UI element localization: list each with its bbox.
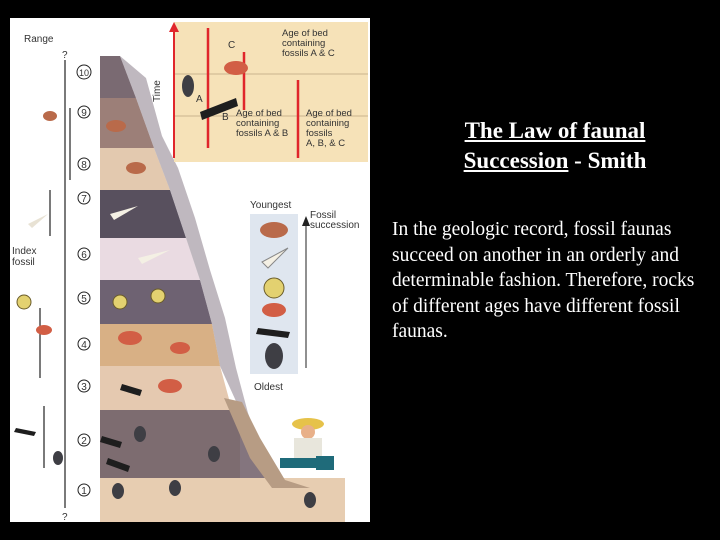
trilobite-fossil xyxy=(304,492,316,508)
bed-number-4: 4 xyxy=(77,337,91,351)
crinoid-fossil-b-icon xyxy=(200,98,238,120)
range-bars xyxy=(39,60,71,508)
trilobite-fossil-a-icon xyxy=(182,75,194,97)
ammonite-fossil xyxy=(150,288,166,304)
svg-text:9: 9 xyxy=(81,108,87,119)
bed-number-3: 3 xyxy=(77,379,91,393)
range-crinoid-icon xyxy=(14,428,36,436)
clam-fossil xyxy=(126,162,146,174)
bed-number-10: 10 xyxy=(76,64,92,80)
trilobite-fossil xyxy=(208,446,220,462)
svg-text:3: 3 xyxy=(81,382,87,393)
title-line-2-main: Succession xyxy=(463,148,569,173)
succession-clam-icon xyxy=(260,222,288,238)
clam-fossil xyxy=(106,120,126,132)
trilobite-fossil xyxy=(169,480,181,496)
crinoid-fossil xyxy=(120,384,142,396)
time-axis-label: Time xyxy=(152,80,163,102)
brachiopod-fossil xyxy=(158,379,182,393)
svg-text:4: 4 xyxy=(81,340,87,351)
inset-label-b: B xyxy=(222,112,229,123)
cliff-face xyxy=(120,56,272,478)
bed-number-7: 7 xyxy=(77,191,91,205)
bed-number-2: 2 xyxy=(77,433,91,447)
succession-gastropod-icon xyxy=(261,247,289,269)
bed-10 xyxy=(100,56,136,98)
range-label: Range xyxy=(24,34,54,45)
svg-text:8: 8 xyxy=(81,160,87,171)
svg-text:7: 7 xyxy=(81,194,87,205)
crinoid-fossil xyxy=(100,436,122,448)
bed-number-8: 8 xyxy=(77,157,91,171)
brachiopod-fossil xyxy=(118,331,142,345)
brachiopod-fossil xyxy=(170,342,190,354)
question-mark-bottom: ? xyxy=(62,512,68,522)
talus-slope xyxy=(224,398,310,488)
gastropod-fossil xyxy=(110,206,138,220)
succession-brachiopod-icon xyxy=(262,303,286,317)
bed-4 xyxy=(100,324,220,366)
bed-number-5: 5 xyxy=(77,291,91,305)
trilobite-fossil xyxy=(112,483,124,499)
title-line-2-rest: - Smith xyxy=(568,148,647,173)
bed-number-9: 9 xyxy=(77,105,91,119)
question-mark-top: ? xyxy=(62,50,68,61)
svg-text:6: 6 xyxy=(81,250,87,261)
youngest-label: Youngest xyxy=(250,200,292,211)
index-fossil-icon xyxy=(16,294,32,310)
succession-ammonite-icon xyxy=(263,277,285,299)
bed-1 xyxy=(100,478,345,522)
bed-number-1: 1 xyxy=(77,483,91,497)
ammonite-fossil xyxy=(112,294,128,310)
brachiopod-fossil-c-icon xyxy=(224,61,248,75)
svg-text:1: 1 xyxy=(81,486,87,497)
bed-number-markers: 1 2 3 4 5 6 7 8 9 10 xyxy=(76,64,92,497)
bed-fossils xyxy=(100,120,316,508)
bed-number-6: 6 xyxy=(77,247,91,261)
svg-text:10: 10 xyxy=(79,68,89,78)
svg-text:2: 2 xyxy=(81,436,87,447)
range-brachiopod-icon xyxy=(36,325,52,335)
slide-body-text: In the geologic record, fossil faunas su… xyxy=(392,219,695,342)
title-line-1: The Law of faunal xyxy=(464,118,646,143)
svg-text:5: 5 xyxy=(81,294,87,305)
slide-title: The Law of faunal Succession - Smith xyxy=(430,116,680,176)
geologist-figure xyxy=(280,418,334,470)
oldest-label: Oldest xyxy=(254,382,283,393)
crinoid-fossil xyxy=(106,458,130,472)
bed-7 xyxy=(100,190,186,238)
gastropod-fossil xyxy=(138,250,170,264)
range-brachiopod-icon xyxy=(43,111,57,121)
range-gastropod-icon xyxy=(28,214,48,228)
succession-trilobite-icon xyxy=(265,343,283,369)
trilobite-fossil xyxy=(134,426,146,442)
succession-crinoid-icon xyxy=(256,328,290,338)
inset-label-c: C xyxy=(228,40,235,51)
range-trilobite-icon xyxy=(53,451,63,465)
inset-label-a: A xyxy=(196,94,203,105)
